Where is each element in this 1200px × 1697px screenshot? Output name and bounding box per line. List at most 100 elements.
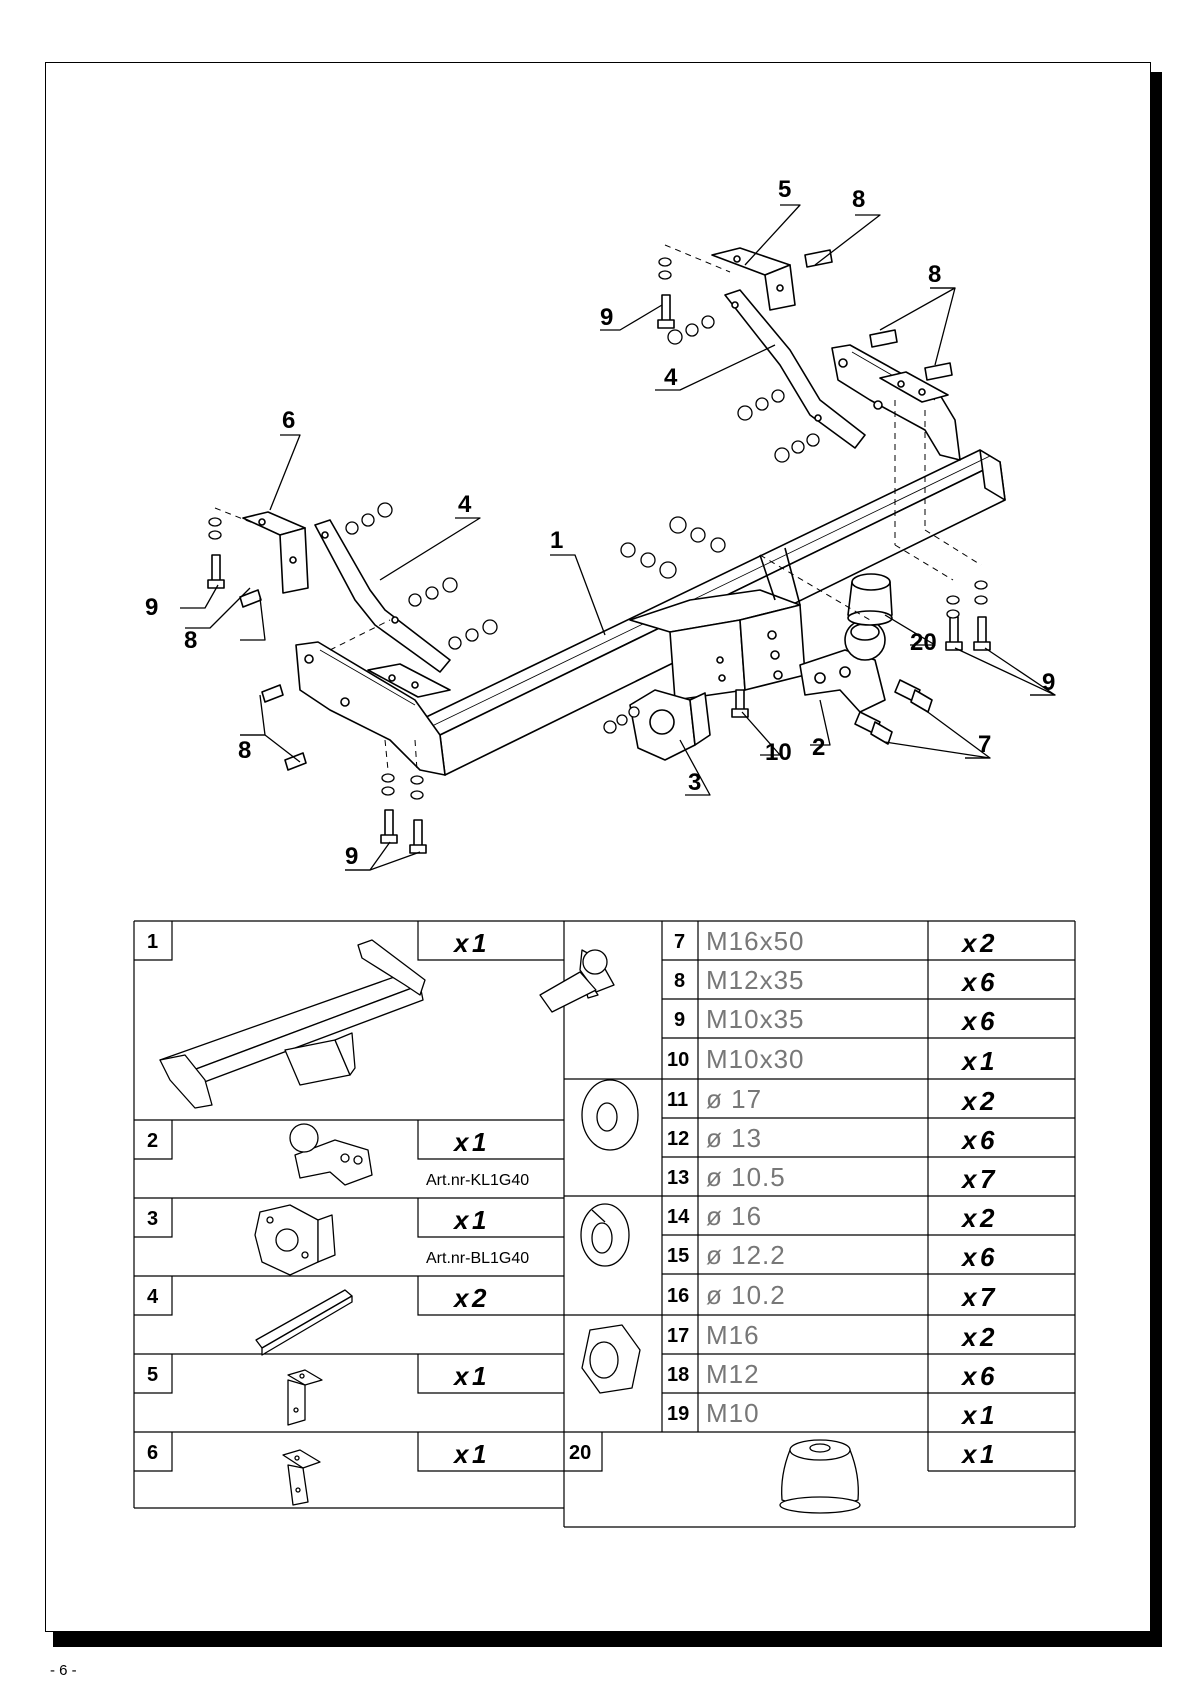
qty-prefix: x — [960, 1046, 978, 1076]
strap-part-4-right — [724, 289, 866, 449]
tow-ball-part-2 — [799, 619, 886, 713]
thumbnail-bolt — [539, 949, 615, 1013]
part-spec: M16 — [706, 1320, 760, 1350]
qty-prefix: x — [452, 1283, 470, 1313]
part-number: 12 — [667, 1128, 689, 1150]
qty-prefix: x — [452, 928, 470, 958]
qty-prefix: x — [960, 1361, 978, 1391]
bolts-part-7 — [854, 679, 933, 745]
part-number: 2 — [147, 1130, 158, 1152]
part-number: 4 — [147, 1286, 159, 1308]
qty-prefix: x — [452, 1127, 470, 1157]
qty-prefix: x — [452, 1439, 470, 1469]
thumbnail-crossbar — [159, 939, 426, 1109]
callout-labels: 1 2 3 4 4 5 6 7 8 8 8 8 9 9 9 9 10 20 — [145, 176, 1055, 870]
qty-value: 1 — [980, 1439, 994, 1469]
callout-9-top: 9 — [600, 304, 613, 331]
qty-prefix: x — [960, 1439, 978, 1469]
part-number: 17 — [667, 1325, 689, 1347]
callout-8-right: 8 — [928, 261, 941, 288]
article-number: Art.nr-KL1G40 — [426, 1172, 529, 1189]
callout-9-left: 9 — [145, 594, 158, 621]
part-number: 9 — [674, 1009, 685, 1031]
bolt-part-10 — [731, 689, 749, 718]
qty-prefix: x — [960, 1282, 978, 1312]
bolts-part-8 — [239, 249, 953, 771]
part-spec: M10 — [706, 1398, 760, 1428]
callout-1: 1 — [550, 527, 563, 554]
parts-right-text: 7 M16x50 x 2 8 M12x35 x 6 9 M10x35 x 6 1… — [569, 926, 996, 1469]
bracket-part-6 — [242, 511, 309, 594]
part-number: 7 — [674, 931, 685, 953]
strap-part-4-left — [314, 519, 451, 673]
qty-value: 1 — [980, 1046, 994, 1076]
part-spec: M10x30 — [706, 1044, 805, 1074]
thumbnail-socket-plate — [254, 1204, 336, 1276]
part-number: 16 — [667, 1285, 689, 1307]
callout-10: 10 — [765, 739, 792, 766]
callout-8-left: 8 — [184, 627, 197, 654]
callout-3: 3 — [688, 769, 701, 796]
qty-prefix: x — [960, 1400, 978, 1430]
part-spec: ø 10.2 — [706, 1280, 786, 1310]
qty-value: 6 — [980, 1006, 995, 1036]
part-spec: ø 10.5 — [706, 1162, 786, 1192]
part-spec: ø 13 — [706, 1123, 762, 1153]
socket-plate-part-3 — [629, 689, 711, 761]
qty-value: 1 — [980, 1400, 994, 1430]
part-number: 5 — [147, 1364, 158, 1386]
thumbnail-bracket-5 — [287, 1369, 323, 1426]
part-spec: ø 17 — [706, 1084, 762, 1114]
part-number: 11 — [667, 1089, 688, 1111]
qty-value: 7 — [980, 1164, 996, 1194]
qty-value: 2 — [471, 1283, 487, 1313]
callout-2: 2 — [812, 734, 825, 761]
qty-prefix: x — [960, 1006, 978, 1036]
thumbnail-strap — [255, 1289, 353, 1356]
alignment-lines — [214, 244, 982, 771]
qty-value: 6 — [980, 1125, 995, 1155]
page-number: - 6 - — [50, 1662, 77, 1679]
part-spec: M16x50 — [706, 926, 805, 956]
qty-value: 1 — [472, 928, 486, 958]
part-number: 1 — [147, 931, 158, 953]
callout-9-right: 9 — [1042, 669, 1055, 696]
qty-value: 6 — [980, 1361, 995, 1391]
qty-value: 1 — [472, 1127, 486, 1157]
callout-9-bottom: 9 — [345, 843, 358, 870]
thumbnail-washer — [581, 1079, 639, 1151]
part-number: 6 — [147, 1442, 158, 1464]
callout-8-top: 8 — [852, 186, 865, 213]
qty-value: 2 — [979, 1203, 995, 1233]
part-number: 3 — [147, 1208, 158, 1230]
qty-prefix: x — [452, 1361, 470, 1391]
callout-8-bottom: 8 — [238, 737, 251, 764]
qty-value: 7 — [980, 1282, 996, 1312]
part-number: 18 — [667, 1364, 689, 1386]
bracket-part-5 — [711, 247, 796, 311]
left-side-bracket — [295, 641, 451, 776]
qty-value: 2 — [979, 1322, 995, 1352]
qty-prefix: x — [960, 1164, 978, 1194]
part-spec: M12x35 — [706, 965, 805, 995]
article-number: Art.nr-BL1G40 — [426, 1250, 529, 1267]
leader-lines — [180, 204, 1056, 871]
part-number: 19 — [667, 1403, 689, 1425]
qty-prefix: x — [960, 1242, 978, 1272]
thumbnail-bracket-6 — [282, 1449, 321, 1506]
qty-prefix: x — [960, 1322, 978, 1352]
qty-value: 2 — [979, 1086, 995, 1116]
qty-prefix: x — [960, 1203, 978, 1233]
part-number: 10 — [667, 1049, 689, 1071]
callout-4-right: 4 — [664, 364, 678, 391]
part-spec: ø 12.2 — [706, 1240, 786, 1270]
assembly-drawing: 1 2 3 4 4 5 6 7 8 8 8 8 9 9 9 9 10 20 — [145, 176, 1056, 871]
thumbnail-spring-washer — [580, 1203, 630, 1267]
qty-value: 1 — [472, 1205, 486, 1235]
callout-4-left: 4 — [458, 491, 472, 518]
qty-value: 6 — [980, 967, 995, 997]
qty-value: 6 — [980, 1242, 995, 1272]
part-number: 13 — [667, 1167, 689, 1189]
part-number: 20 — [569, 1442, 591, 1464]
